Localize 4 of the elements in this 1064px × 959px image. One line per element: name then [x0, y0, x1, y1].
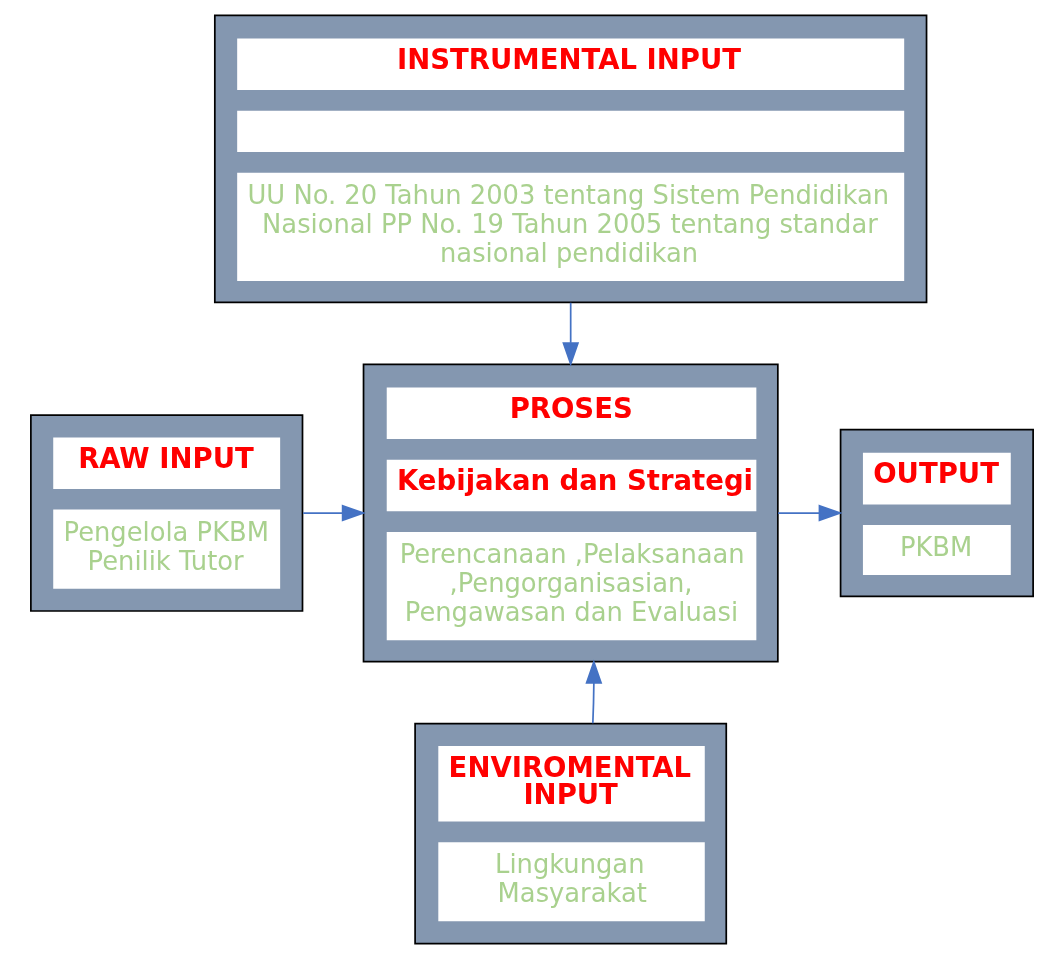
arrow — [777, 504, 843, 522]
arrow — [562, 301, 580, 367]
arrow — [302, 504, 366, 522]
arrow — [585, 659, 603, 725]
